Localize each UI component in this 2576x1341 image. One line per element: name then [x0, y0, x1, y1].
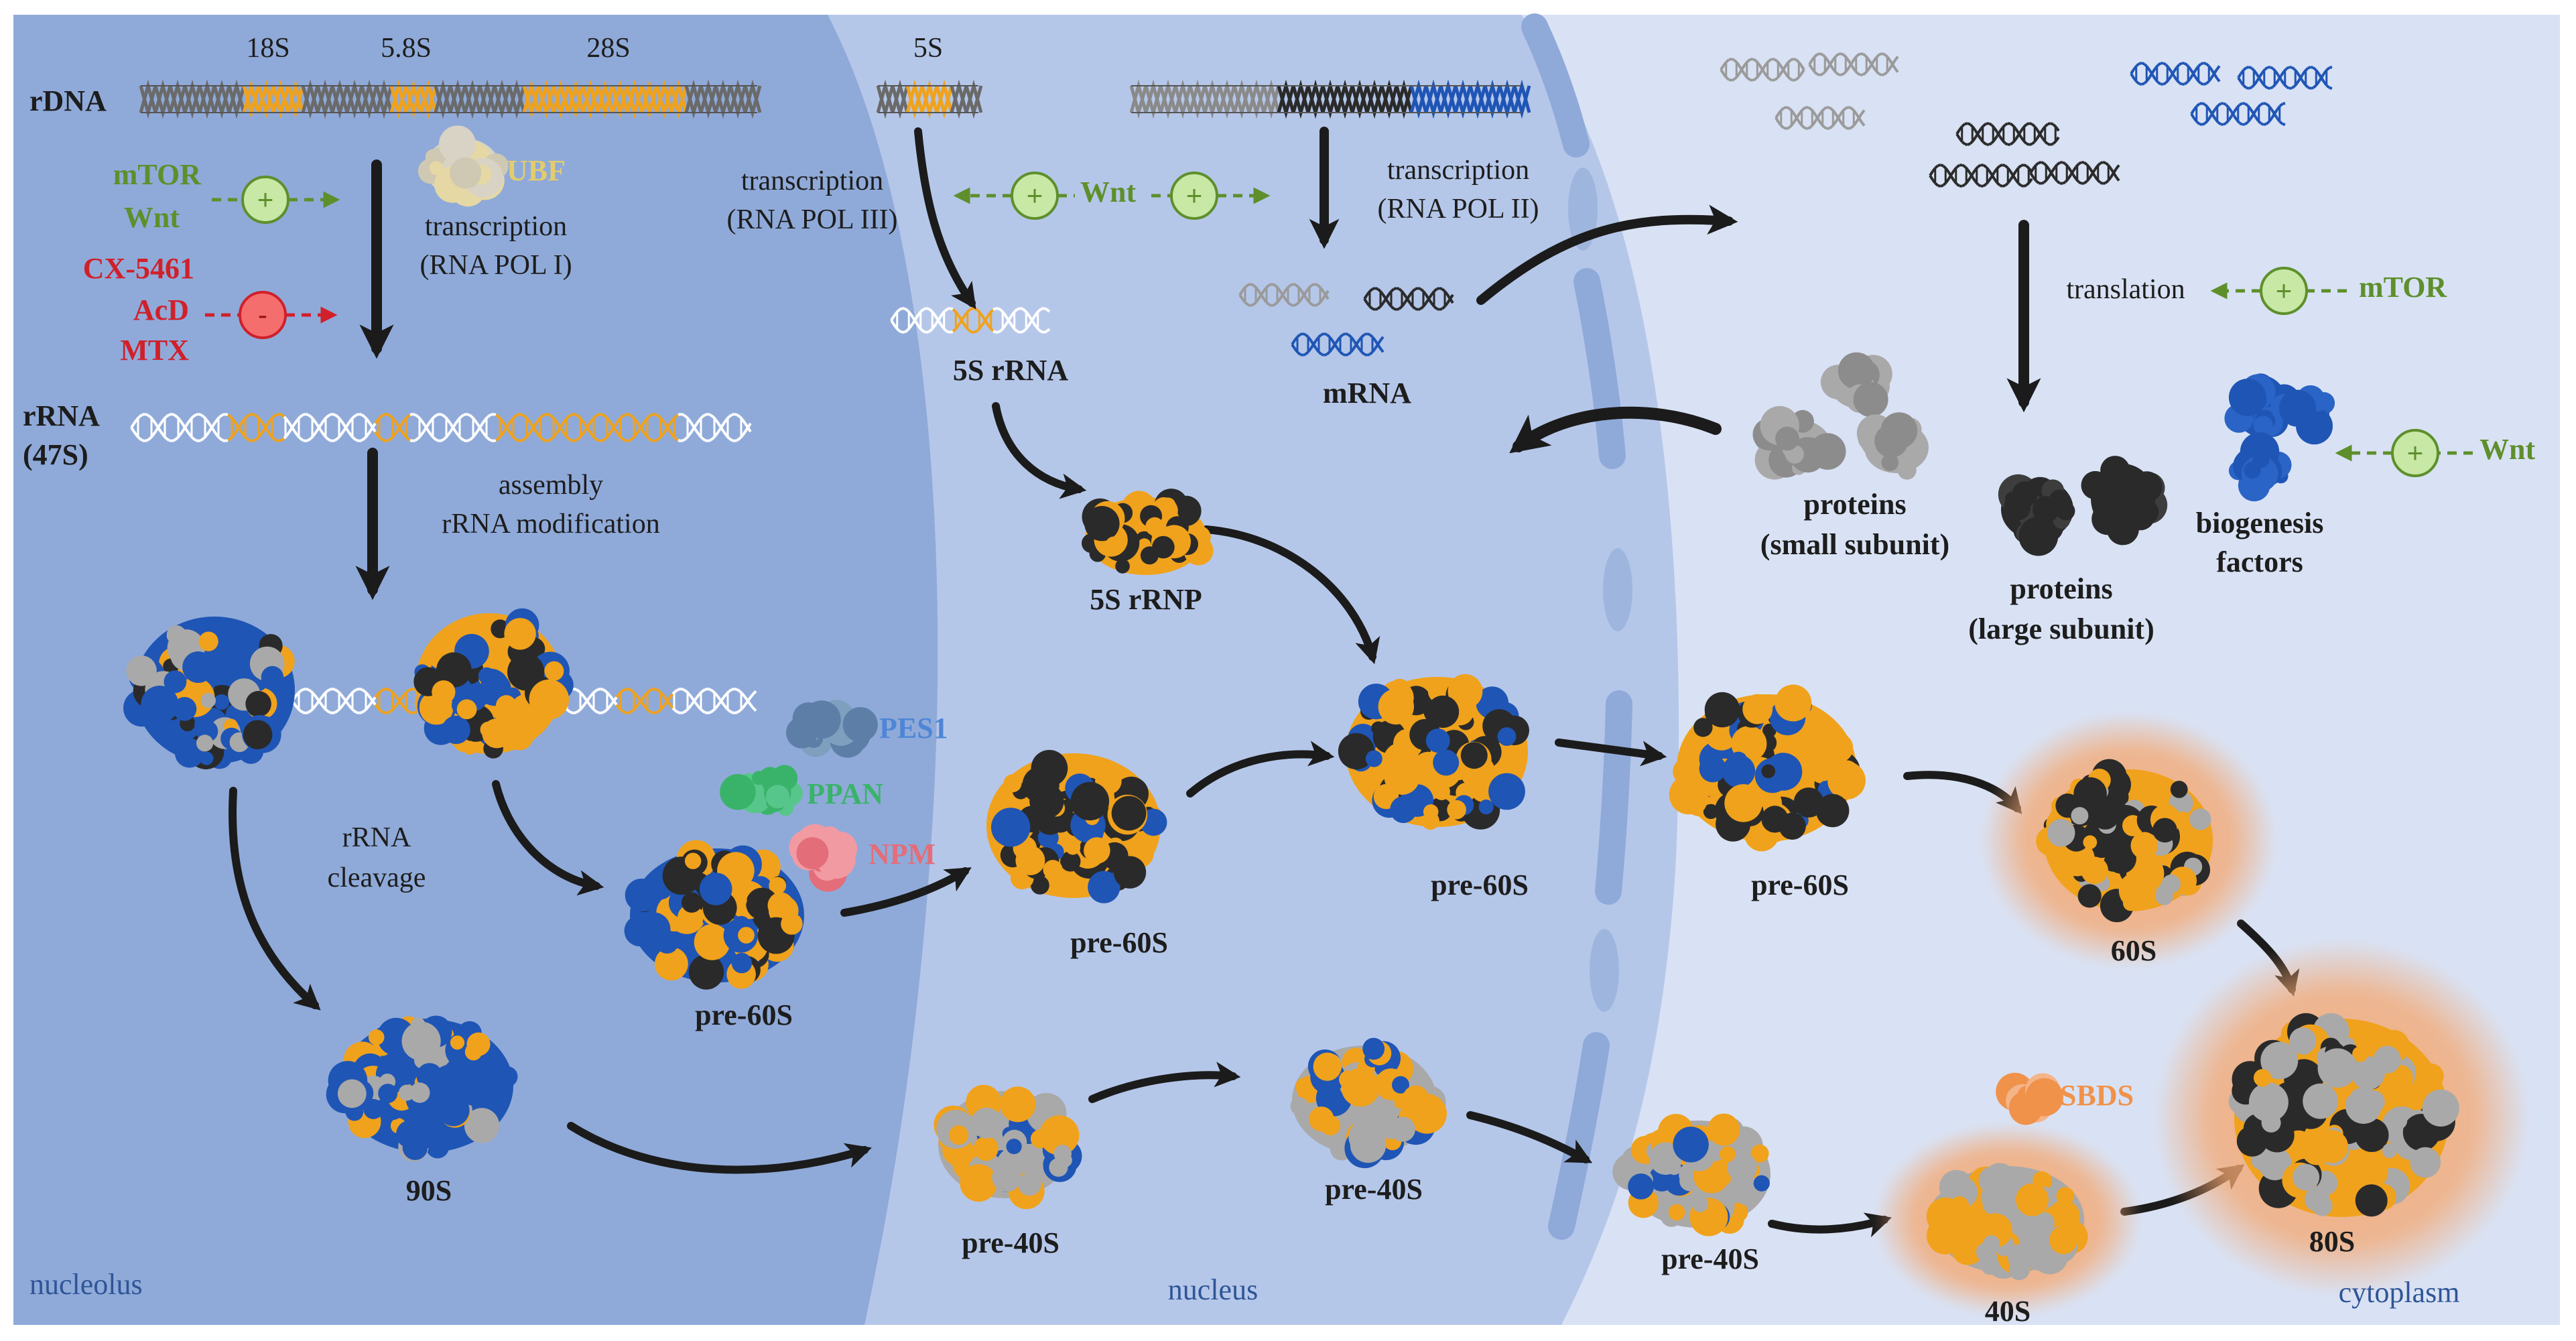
pol3-polymerase-label: (RNA POL III) — [726, 205, 897, 235]
mtx-inhibitor: MTX — [120, 335, 189, 366]
pre40s-label-2: pre-40S — [1325, 1174, 1423, 1205]
biogenesis-factors-sub-label: factors — [2216, 547, 2303, 578]
svg-text:-: - — [258, 299, 267, 330]
label-5s-gene: 5S — [913, 34, 943, 63]
svg-text:+: + — [1027, 180, 1043, 211]
npm-label: NPM — [868, 839, 936, 870]
biogenesis-factors-label: biogenesis — [2196, 508, 2324, 539]
translation-label: translation — [2066, 275, 2185, 304]
40s-particle — [1874, 1123, 2142, 1316]
pre60s-label-4: pre-60S — [1751, 870, 1849, 901]
pol2-transcription-label: transcription — [1387, 155, 1529, 185]
nucleus-label: nucleus — [1168, 1275, 1258, 1305]
rrna-cleavage-label: rRNA — [342, 823, 411, 852]
80s-label: 80S — [2309, 1226, 2355, 1257]
svg-text:+: + — [257, 184, 274, 215]
90s-label: 90S — [406, 1175, 452, 1206]
pre60s-label-3: pre-60S — [1431, 870, 1529, 901]
sbds-label: SBDS — [2060, 1080, 2134, 1111]
60s-label: 60S — [2111, 936, 2156, 966]
mtor-activator-pol1: mTOR — [113, 159, 201, 190]
cx5461-inhibitor: CX-5461 — [83, 253, 194, 284]
pre60s-label-2: pre-60S — [1070, 928, 1168, 958]
pre60s-label-1: pre-60S — [695, 1000, 793, 1031]
60s-particle — [1981, 712, 2276, 968]
large-proteins-sub-label: (large subunit) — [1968, 614, 2154, 645]
pes1-label: PES1 — [879, 713, 948, 744]
5s-rrnp-particle — [1082, 489, 1214, 575]
label-5-8s: 5.8S — [381, 34, 432, 63]
label-18s: 18S — [246, 34, 289, 63]
large-proteins-label: proteins — [2010, 574, 2112, 604]
pol1-polymerase-label: (RNA POL I) — [420, 251, 572, 280]
svg-text:+: + — [2407, 437, 2424, 468]
ubf-label: UBF — [507, 155, 566, 186]
mrna-label: mRNA — [1323, 378, 1411, 409]
rrna-modification-label: rRNA modification — [442, 509, 659, 539]
wnt-activator-biogenesis: Wnt — [2480, 434, 2535, 465]
small-proteins-label: proteins — [1803, 489, 1906, 520]
mtor-activator-translation: mTOR — [2359, 272, 2447, 303]
cytoplasm-label: cytoplasm — [2339, 1277, 2460, 1308]
small-proteins-sub-label: (small subunit) — [1760, 529, 1949, 560]
label-28s: 28S — [586, 34, 630, 63]
svg-text:+: + — [2276, 275, 2293, 306]
wnt-activator-center: Wnt — [1080, 177, 1136, 208]
pol3-transcription-label: transcription — [741, 166, 883, 196]
rdna-label: rDNA — [29, 86, 107, 117]
assembly-label: assembly — [499, 470, 603, 500]
rrna-47s-label: rRNA — [23, 401, 100, 432]
ppan-label: PPAN — [807, 779, 883, 810]
pol2-polymerase-label: (RNA POL II) — [1377, 194, 1539, 224]
nucleolus-label: nucleolus — [29, 1269, 143, 1300]
5s-rrnp-label: 5S rRNP — [1090, 584, 1202, 615]
pol1-transcription-label: transcription — [425, 212, 567, 241]
pre40s-label-1: pre-40S — [962, 1228, 1059, 1259]
40s-label: 40S — [1985, 1296, 2031, 1327]
wnt-activator-pol1: Wnt — [124, 202, 180, 233]
pre40s-label-3: pre-40S — [1661, 1244, 1759, 1275]
cleavage-label: cleavage — [328, 863, 426, 893]
rrna-47s-size-label: (47S) — [23, 440, 88, 470]
svg-text:+: + — [1186, 180, 1203, 211]
5s-rrna-label: 5S rRNA — [953, 355, 1068, 386]
acd-inhibitor: AcD — [133, 295, 189, 326]
